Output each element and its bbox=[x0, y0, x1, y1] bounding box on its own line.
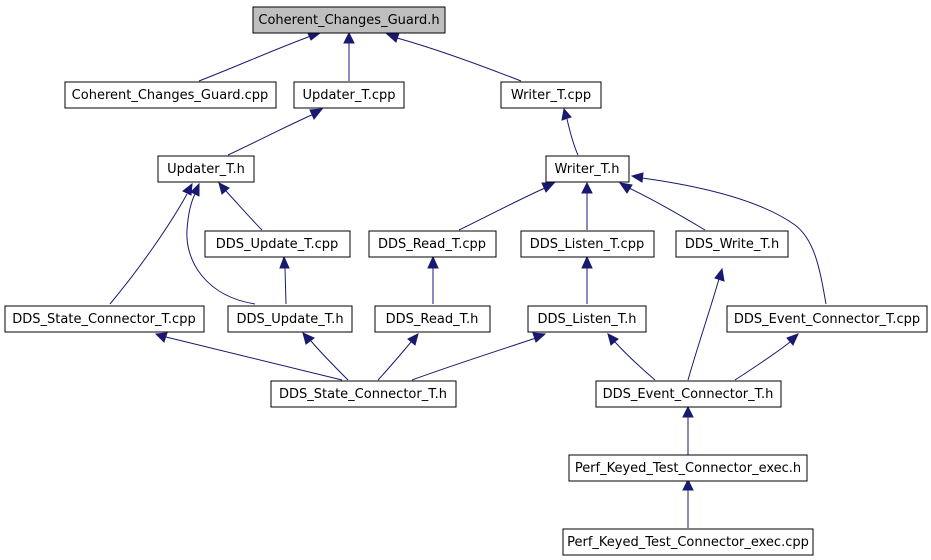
node-label: Coherent_Changes_Guard.h bbox=[258, 13, 439, 28]
arrowhead bbox=[682, 478, 694, 491]
node-coherent-changes-guard-cpp[interactable]: Coherent_Changes_Guard.cpp bbox=[64, 81, 277, 109]
arrowhead bbox=[682, 405, 694, 418]
edge-state-connector-h-to-state-connector-cpp bbox=[165, 336, 343, 381]
edge-dds-write-h-to-writer-h bbox=[628, 187, 706, 231]
node-updater-t-h[interactable]: Updater_T.h bbox=[157, 155, 255, 183]
edge-state-connector-h-to-dds-update-h bbox=[310, 340, 349, 381]
arrowhead bbox=[581, 181, 593, 194]
edge-dds-update-cpp-to-updater-h bbox=[225, 190, 263, 231]
arrowhead bbox=[714, 267, 725, 282]
arrowhead bbox=[343, 31, 355, 44]
nodes: Coherent_Changes_Guard.h Coherent_Change… bbox=[4, 6, 928, 556]
edge-dds-read-cpp-to-writer-h bbox=[458, 187, 546, 231]
node-label: DDS_Listen_T.h bbox=[537, 312, 636, 327]
arrowhead bbox=[532, 332, 547, 343]
node-dds-write-t-h[interactable]: DDS_Write_T.h bbox=[675, 230, 789, 258]
arrowhead bbox=[541, 182, 556, 193]
node-coherent-changes-guard-h[interactable]: Coherent_Changes_Guard.h bbox=[252, 6, 446, 34]
arrowhead bbox=[218, 182, 230, 195]
arrowhead bbox=[182, 182, 193, 196]
node-label: Perf_Keyed_Test_Connector_exec.cpp bbox=[567, 535, 809, 550]
node-label: DDS_Listen_T.cpp bbox=[530, 237, 644, 252]
node-dds-update-t-cpp[interactable]: DDS_Update_T.cpp bbox=[204, 230, 351, 258]
node-dds-read-t-cpp[interactable]: DDS_Read_T.cpp bbox=[368, 230, 497, 258]
node-label: Writer_T.h bbox=[555, 162, 620, 177]
node-perf-keyed-test-connector-exec-cpp[interactable]: Perf_Keyed_Test_Connector_exec.cpp bbox=[562, 528, 814, 556]
arrowhead bbox=[427, 255, 439, 269]
arrowhead bbox=[607, 333, 619, 346]
node-dds-state-connector-t-cpp[interactable]: DDS_State_Connector_T.cpp bbox=[4, 305, 205, 333]
arrowhead bbox=[618, 182, 633, 194]
node-dds-read-t-h[interactable]: DDS_Read_T.h bbox=[374, 305, 491, 333]
node-label: Updater_T.cpp bbox=[302, 88, 395, 103]
arrowhead bbox=[309, 108, 324, 120]
node-label: Updater_T.h bbox=[167, 162, 245, 177]
node-dds-update-t-h[interactable]: DDS_Update_T.h bbox=[227, 305, 353, 333]
edge-state-connector-h-to-dds-listen-h bbox=[411, 337, 537, 381]
arrowhead bbox=[407, 333, 419, 346]
edge-state-connector-cpp-to-updater-h bbox=[109, 193, 188, 305]
edge-event-connector-h-to-event-connector-cpp bbox=[734, 341, 791, 381]
node-dds-event-connector-t-h[interactable]: DDS_Event_Connector_T.h bbox=[595, 380, 782, 408]
node-label: DDS_Write_T.h bbox=[685, 237, 779, 252]
edge-updater-h-to-updater-cpp bbox=[227, 113, 315, 156]
node-label: DDS_Update_T.h bbox=[236, 312, 343, 327]
edge-writer-h-to-writer-cpp bbox=[566, 118, 579, 156]
node-label: DDS_Update_T.cpp bbox=[216, 237, 339, 252]
node-label: DDS_Read_T.h bbox=[386, 312, 479, 327]
edges bbox=[109, 30, 827, 528]
node-label: Coherent_Changes_Guard.cpp bbox=[72, 88, 269, 103]
edge-event-connector-h-to-dds-listen-h bbox=[614, 341, 656, 381]
node-dds-listen-t-h[interactable]: DDS_Listen_T.h bbox=[527, 305, 647, 333]
edge-writer-cpp-to-coherent-h bbox=[396, 37, 522, 82]
arrowhead bbox=[385, 32, 400, 43]
node-dds-state-connector-t-h[interactable]: DDS_State_Connector_T.h bbox=[270, 380, 457, 408]
node-label: DDS_State_Connector_T.cpp bbox=[12, 312, 195, 327]
node-label: DDS_Event_Connector_T.cpp bbox=[734, 312, 920, 327]
node-dds-event-connector-t-cpp[interactable]: DDS_Event_Connector_T.cpp bbox=[726, 305, 928, 333]
node-perf-keyed-test-connector-exec-h[interactable]: Perf_Keyed_Test_Connector_exec.h bbox=[568, 454, 808, 482]
arrowhead bbox=[302, 332, 315, 345]
arrowhead bbox=[581, 255, 593, 269]
node-dds-listen-t-cpp[interactable]: DDS_Listen_T.cpp bbox=[520, 230, 655, 258]
arrowhead bbox=[786, 333, 799, 346]
node-label: Perf_Keyed_Test_Connector_exec.h bbox=[575, 461, 801, 476]
edge-coherent-cpp-to-coherent-h bbox=[198, 35, 312, 82]
edge-event-connector-h-to-dds-write-h bbox=[687, 278, 720, 381]
node-writer-t-cpp[interactable]: Writer_T.cpp bbox=[500, 81, 602, 109]
node-updater-t-cpp[interactable]: Updater_T.cpp bbox=[293, 81, 405, 109]
arrowhead bbox=[561, 107, 572, 121]
arrowhead bbox=[630, 172, 644, 183]
node-writer-t-h[interactable]: Writer_T.h bbox=[545, 155, 630, 183]
arrowhead bbox=[279, 255, 290, 269]
node-label: DDS_Read_T.cpp bbox=[378, 237, 486, 252]
arrowhead bbox=[154, 332, 168, 343]
edge-dds-update-h-to-updater-h bbox=[186, 193, 256, 305]
edge-state-connector-h-to-dds-read-h bbox=[377, 341, 412, 381]
edge-dds-update-h-to-dds-update-cpp bbox=[284, 267, 287, 305]
edge-event-connector-cpp-to-writer-h bbox=[641, 177, 827, 305]
node-label: Writer_T.cpp bbox=[511, 88, 591, 103]
node-label: DDS_Event_Connector_T.h bbox=[603, 387, 774, 402]
arrowhead bbox=[190, 182, 200, 197]
node-label: DDS_State_Connector_T.h bbox=[279, 387, 447, 402]
